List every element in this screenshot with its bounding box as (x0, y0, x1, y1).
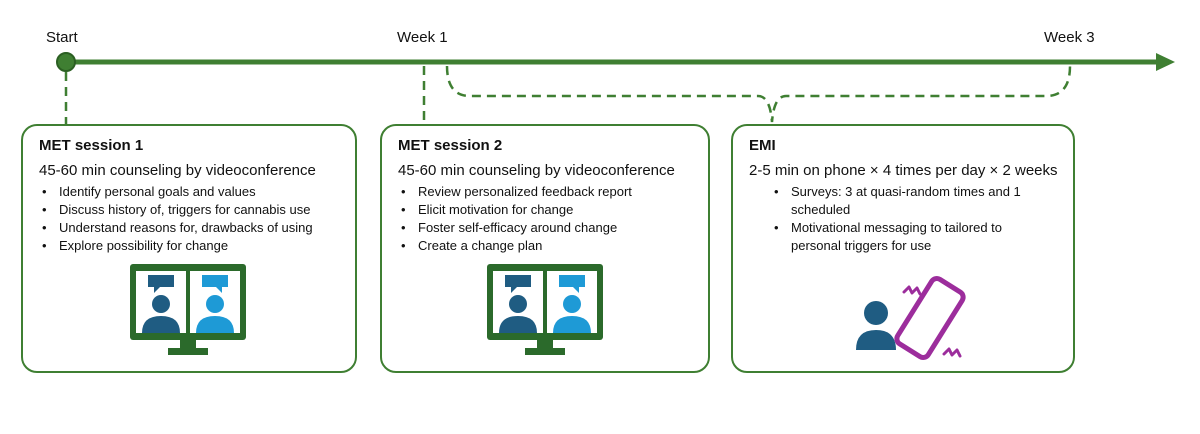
met-session-2-subtitle: 45-60 min counseling by videoconference (398, 162, 675, 179)
timeline-label-start: Start (46, 29, 78, 46)
met-session-2-title: MET session 2 (398, 137, 503, 154)
met-session-2-bullets: Review personalized feedback report Elic… (398, 183, 694, 255)
met-session-1-bullets: Identify personal goals and values Discu… (39, 183, 341, 255)
list-item: Review personalized feedback report (401, 183, 694, 201)
videoconference-monitor-icon (130, 264, 246, 355)
list-item: Discuss history of, triggers for cannabi… (42, 201, 341, 219)
list-item: Create a change plan (401, 237, 694, 255)
emi-box: EMI 2-5 min on phone × 4 times per day ×… (731, 124, 1075, 373)
emi-bullets: Surveys: 3 at quasi-random times and 1 s… (749, 183, 1051, 255)
videoconference-monitor-icon (487, 264, 603, 355)
list-item: Explore possibility for change (42, 237, 341, 255)
met-session-1-subtitle: 45-60 min counseling by videoconference (39, 162, 316, 179)
timeline-label-week1: Week 1 (397, 29, 448, 46)
list-item: Motivational messaging to tailored to pe… (774, 219, 1051, 255)
list-item: Understand reasons for, drawbacks of usi… (42, 219, 341, 237)
timeline-arrowhead (1156, 53, 1175, 71)
list-item: Identify personal goals and values (42, 183, 341, 201)
emi-title: EMI (749, 137, 776, 154)
list-item: Elicit motivation for change (401, 201, 694, 219)
met-session-1-title: MET session 1 (39, 137, 144, 154)
list-item: Foster self-efficacy around change (401, 219, 694, 237)
emi-subtitle: 2-5 min on phone × 4 times per day × 2 w… (749, 162, 1058, 179)
list-item: Surveys: 3 at quasi-random times and 1 s… (774, 183, 1051, 219)
emi-period-brace (445, 65, 1072, 123)
timeline-start-dot (56, 52, 76, 72)
person-with-vibrating-phone-icon (856, 276, 966, 360)
timeline-label-week3: Week 3 (1044, 29, 1095, 46)
